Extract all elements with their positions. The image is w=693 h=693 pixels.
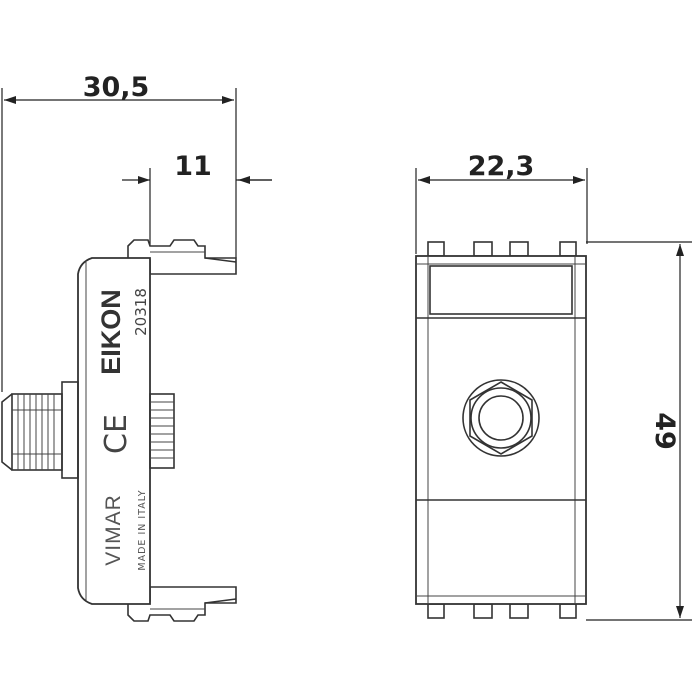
ce-mark: CE [99, 414, 134, 454]
rear-thread [12, 394, 62, 470]
dimension-label-width: 22,3 [468, 151, 535, 182]
front-thread [150, 401, 174, 459]
dimension-label-height: 49 [649, 412, 680, 450]
dimension-label-front-depth: 11 [174, 151, 212, 182]
dimension-height: 49 [586, 241, 692, 621]
product-code: 20318 [132, 288, 150, 336]
dimension-width: 22,3 [415, 151, 588, 254]
dimension-label-overall-depth: 30,5 [83, 72, 150, 103]
manufacturer-label: VIMAR [102, 494, 125, 566]
dimension-overall-depth: 30,5 [1, 72, 237, 392]
side-view: EIKON 20318 CE VIMAR MADE IN ITALY [1, 239, 237, 622]
brand-label: EIKON [96, 289, 126, 375]
origin-label: MADE IN ITALY [137, 489, 148, 570]
front-view [415, 241, 587, 619]
dimension-front-depth: 11 [122, 151, 272, 246]
